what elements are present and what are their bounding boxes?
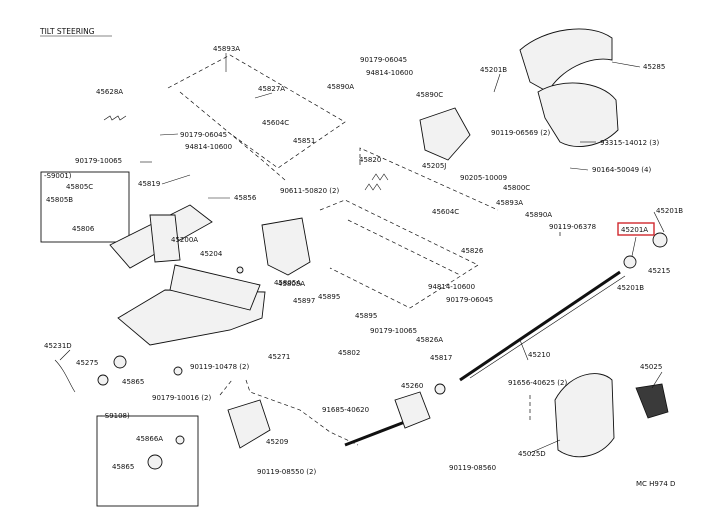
label-51: 45271 bbox=[268, 353, 290, 361]
label-67: 45025 bbox=[640, 363, 662, 371]
label-20: 45205J bbox=[422, 162, 446, 170]
label-49: 45210 bbox=[528, 351, 550, 359]
label-46: 90179-06045 bbox=[446, 296, 493, 304]
inset-box-s9108: - S9108) bbox=[96, 412, 199, 507]
label-33: 45826 bbox=[461, 247, 484, 255]
label-18: 45890C bbox=[416, 91, 443, 99]
label-62: 91685-40620 bbox=[322, 406, 369, 414]
label-52: 90119-10478 (2) bbox=[190, 363, 249, 371]
intermediate-shaft bbox=[459, 270, 626, 382]
label-13: -S9001) bbox=[44, 172, 72, 180]
label-48: 45826A bbox=[416, 336, 443, 344]
label-58: 45866A bbox=[136, 435, 163, 443]
label-12: 45806 bbox=[72, 225, 95, 233]
diagram-code: MC H974 D bbox=[636, 480, 675, 488]
leader-lines bbox=[59, 53, 665, 454]
boot-cover bbox=[554, 373, 615, 458]
label-26: 45805A bbox=[274, 279, 301, 287]
label-24: 93315-14012 (3) bbox=[600, 139, 659, 147]
label-47: 90179-10065 bbox=[370, 327, 417, 335]
label-64: 45817 bbox=[430, 354, 452, 362]
label-5: 94814-10600 bbox=[185, 143, 232, 151]
label-35: 45201A bbox=[621, 226, 648, 234]
label-15: 90179-06045 bbox=[360, 56, 407, 64]
diagram-title: TILT STEERING bbox=[39, 27, 95, 36]
label-16: 94814-10600 bbox=[366, 69, 413, 77]
label-19: 45820 bbox=[359, 156, 381, 164]
bearing-group bbox=[617, 222, 668, 269]
label-50: 45802 bbox=[338, 349, 360, 357]
label-23: 90119-06569 (2) bbox=[491, 129, 550, 137]
label-10: 45805C bbox=[66, 183, 93, 191]
label-1: 45893A bbox=[213, 45, 240, 53]
springs-and-fasteners bbox=[97, 115, 446, 470]
bracket-45025 bbox=[635, 383, 669, 419]
label-6: 45604C bbox=[262, 119, 289, 127]
label-41: 45805A bbox=[278, 280, 305, 288]
label-59: 45865 bbox=[112, 463, 134, 471]
label-37: 45201B bbox=[617, 284, 644, 292]
label-17: 45890A bbox=[327, 83, 354, 91]
label-57: - S9108) bbox=[100, 412, 130, 420]
label-38: 90611-50820 (2) bbox=[280, 187, 339, 195]
label-11: 45805B bbox=[46, 196, 73, 204]
label-56: 90179-10016 (2) bbox=[152, 394, 211, 402]
label-32: 90119-06378 bbox=[549, 223, 596, 231]
label-40: 45204 bbox=[200, 250, 223, 258]
label-66: 91656-40625 (2) bbox=[508, 379, 567, 387]
lower-shaft bbox=[227, 391, 431, 449]
column-bracket-lower bbox=[117, 264, 266, 346]
label-31: 45890A bbox=[525, 211, 552, 219]
label-4: 90179-06045 bbox=[180, 131, 227, 139]
label-44: 45895 bbox=[355, 312, 377, 320]
label-42: 45895 bbox=[318, 293, 340, 301]
label-14: 45856 bbox=[234, 194, 257, 202]
label-27: 45604C bbox=[432, 208, 459, 216]
label-28: 90205-10009 bbox=[460, 174, 507, 182]
column-tube-main bbox=[109, 204, 213, 269]
label-54: 45275 bbox=[76, 359, 98, 367]
label-55: 45865 bbox=[122, 378, 144, 386]
label-2: 45827A bbox=[258, 85, 285, 93]
lock-assembly bbox=[419, 107, 471, 161]
label-9: 45819 bbox=[138, 180, 160, 188]
label-39: 45200A bbox=[171, 236, 198, 244]
label-25: 90164-50049 (4) bbox=[592, 166, 651, 174]
label-63: 45260 bbox=[401, 382, 423, 390]
label-43: 45897 bbox=[293, 297, 315, 305]
part-number-labels: 45893A 45827A 45628A 90179-06045 94814-1… bbox=[44, 45, 683, 476]
label-3: 45628A bbox=[96, 88, 123, 96]
dashed-guide-lines bbox=[167, 54, 561, 446]
label-22: 45285 bbox=[643, 63, 665, 71]
label-8: 90179-10065 bbox=[75, 157, 122, 165]
label-53: 45231D bbox=[44, 342, 72, 350]
label-29: 45800C bbox=[503, 184, 530, 192]
label-65: 90119-08560 bbox=[449, 464, 496, 472]
label-68: 45025D bbox=[518, 450, 546, 458]
label-60: 45209 bbox=[266, 438, 288, 446]
label-7: 45851 bbox=[293, 137, 315, 145]
tilt-bracket bbox=[261, 217, 311, 276]
label-21: 45201B bbox=[480, 66, 507, 74]
wire-45231d bbox=[54, 359, 76, 393]
inset-box-s9001: -S9001) bbox=[40, 171, 130, 243]
label-45: 94814-10600 bbox=[428, 283, 475, 291]
column-cover-upper bbox=[519, 28, 619, 147]
label-34: 45201B bbox=[656, 207, 683, 215]
label-36: 45215 bbox=[648, 267, 670, 275]
label-61: 90119-08550 (2) bbox=[257, 468, 316, 476]
label-30: 45893A bbox=[496, 199, 523, 207]
